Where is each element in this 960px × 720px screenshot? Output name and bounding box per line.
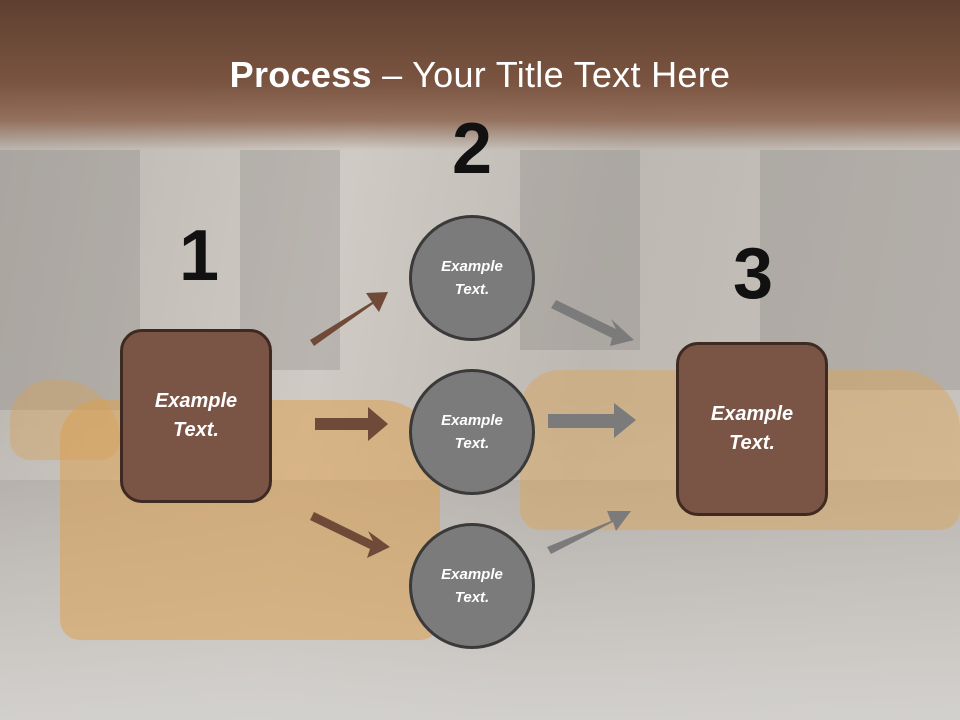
process-box-right: Example Text.	[676, 342, 828, 516]
box-left-line2: Text.	[173, 419, 219, 441]
step-number-2: 2	[451, 109, 493, 189]
circle-top-line1: Example	[441, 258, 503, 275]
slide-title: Process – Your Title Text Here	[0, 54, 960, 96]
circle-bottom-line1: Example	[441, 566, 503, 583]
process-box-left: Example Text.	[120, 329, 272, 503]
step-number-1: 1	[178, 216, 220, 296]
circle-middle-line2: Text.	[454, 435, 490, 452]
title-banner	[0, 0, 960, 150]
process-circle-bottom: Example Text.	[409, 523, 535, 649]
circle-top-line2: Text.	[454, 281, 490, 298]
title-rest: – Your Title Text Here	[371, 54, 731, 95]
process-circle-middle: Example Text.	[409, 369, 535, 495]
step-number-3: 3	[732, 234, 774, 314]
box-right-line1: Example	[710, 403, 794, 425]
circle-middle-line1: Example	[441, 412, 503, 429]
box-right-line2: Text.	[729, 432, 775, 454]
circle-bottom-line2: Text.	[454, 589, 490, 606]
box-left-line1: Example	[154, 390, 238, 412]
title-bold: Process	[229, 54, 372, 95]
process-circle-top: Example Text.	[409, 215, 535, 341]
